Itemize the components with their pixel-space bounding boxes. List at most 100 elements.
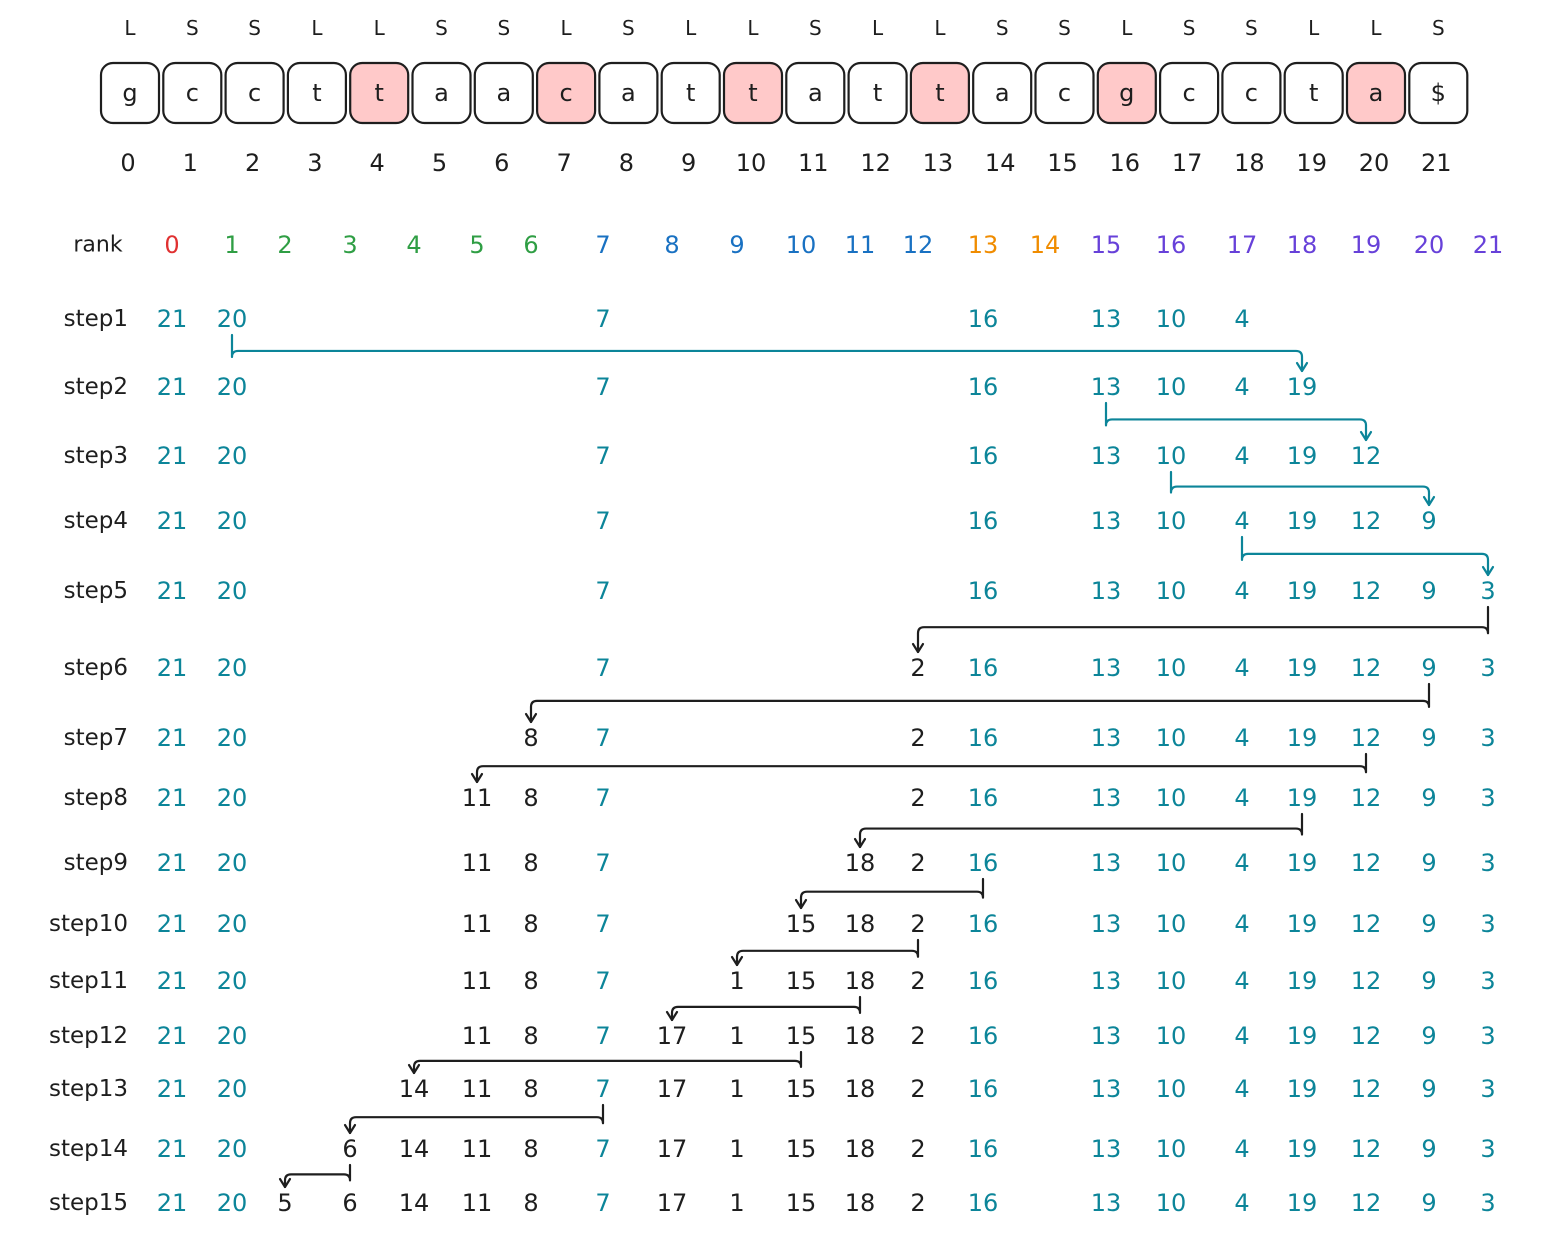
step-value: 20 <box>217 1022 248 1050</box>
step-label: step6 <box>64 655 128 681</box>
step-value: 4 <box>1234 724 1249 752</box>
step-value: 20 <box>217 1189 248 1217</box>
rank-value: 4 <box>406 231 421 259</box>
index-label: 14 <box>985 149 1016 177</box>
rank-value: 10 <box>786 231 817 259</box>
step-value: 15 <box>786 1135 817 1163</box>
step-value: 21 <box>157 1075 188 1103</box>
string-char: c <box>1245 79 1258 107</box>
step-value: 13 <box>1091 507 1122 535</box>
rank-value: 1 <box>224 231 239 259</box>
rank-value: 16 <box>1156 231 1187 259</box>
step-value: 2 <box>910 849 925 877</box>
step-value: 14 <box>399 1075 430 1103</box>
arrow-head <box>1422 495 1436 507</box>
string-char: a <box>808 79 823 107</box>
step-value: 1 <box>729 1135 744 1163</box>
step-value: 11 <box>462 910 493 938</box>
step-value: 4 <box>1234 305 1249 333</box>
step-value: 10 <box>1156 654 1187 682</box>
arrow-head <box>1481 565 1495 577</box>
step-value: 12 <box>1351 442 1382 470</box>
move-arrow <box>412 1050 803 1075</box>
string-cell <box>1283 61 1344 125</box>
step-value: 2 <box>910 1022 925 1050</box>
step-value: 19 <box>1287 442 1318 470</box>
step-value: 14 <box>399 1189 430 1217</box>
move-arrow <box>475 752 1368 784</box>
step-value: 19 <box>1287 1135 1318 1163</box>
step-value: 10 <box>1156 577 1187 605</box>
type-label: L <box>561 16 573 40</box>
step-value: 7 <box>595 507 610 535</box>
step-value: 3 <box>1480 577 1495 605</box>
step-value: 20 <box>217 724 248 752</box>
step-value: 10 <box>1156 849 1187 877</box>
step-value: 4 <box>1234 654 1249 682</box>
move-arrow <box>670 995 862 1022</box>
step-value: 7 <box>595 1135 610 1163</box>
step-value: 4 <box>1234 1189 1249 1217</box>
index-label: 2 <box>245 149 260 177</box>
step-value: 10 <box>1156 507 1187 535</box>
step-value: 19 <box>1287 910 1318 938</box>
step-value: 20 <box>217 373 248 401</box>
step-value: 11 <box>462 1135 493 1163</box>
string-char: g <box>122 79 137 107</box>
step-value: 9 <box>1421 1189 1436 1217</box>
step-value: 18 <box>845 910 876 938</box>
step-value: 16 <box>968 724 999 752</box>
string-char: g <box>1119 79 1134 107</box>
step-value: 4 <box>1234 1075 1249 1103</box>
step-value: 12 <box>1351 654 1382 682</box>
step-value: 11 <box>462 1075 493 1103</box>
step-value: 13 <box>1091 724 1122 752</box>
step-value: 16 <box>968 373 999 401</box>
step-value: 10 <box>1156 784 1187 812</box>
step-value: 13 <box>1091 654 1122 682</box>
type-label: L <box>124 16 136 40</box>
step-value: 20 <box>217 305 248 333</box>
step-value: 12 <box>1351 1135 1382 1163</box>
step-value: 19 <box>1287 849 1318 877</box>
step-value: 19 <box>1287 784 1318 812</box>
index-label: 7 <box>556 149 571 177</box>
string-char: t <box>686 79 695 107</box>
step-value: 13 <box>1091 373 1122 401</box>
step-value: 6 <box>342 1135 357 1163</box>
step-value: 18 <box>845 1189 876 1217</box>
step-value: 8 <box>523 724 538 752</box>
arrow-head <box>794 898 808 910</box>
step-value: 4 <box>1234 442 1249 470</box>
type-label: L <box>934 16 946 40</box>
step-value: 3 <box>1480 1075 1495 1103</box>
step-value: 21 <box>157 784 188 812</box>
step-value: 9 <box>1421 910 1436 938</box>
type-label: S <box>497 16 510 40</box>
step-value: 20 <box>217 654 248 682</box>
rank-value: 9 <box>729 231 744 259</box>
move-arrow <box>799 877 985 910</box>
step-label: step2 <box>64 374 128 400</box>
type-label: S <box>186 16 199 40</box>
index-label: 20 <box>1359 149 1390 177</box>
step-value: 4 <box>1234 849 1249 877</box>
step-value: 4 <box>1234 967 1249 995</box>
rank-value: 13 <box>968 231 999 259</box>
step-value: 12 <box>1351 507 1382 535</box>
step-value: 16 <box>968 442 999 470</box>
step-value: 8 <box>523 1189 538 1217</box>
index-label: 0 <box>120 149 135 177</box>
arrow-head <box>665 1010 679 1022</box>
index-label: 11 <box>798 149 829 177</box>
step-value: 19 <box>1287 1075 1318 1103</box>
step-value: 3 <box>1480 1022 1495 1050</box>
move-arrow <box>230 333 1304 373</box>
step-value: 21 <box>157 654 188 682</box>
step-value: 7 <box>595 1189 610 1217</box>
step-value: 18 <box>845 849 876 877</box>
step-label: step8 <box>64 785 128 811</box>
step-value: 21 <box>157 442 188 470</box>
step-value: 7 <box>595 373 610 401</box>
step-label: step10 <box>49 911 128 937</box>
